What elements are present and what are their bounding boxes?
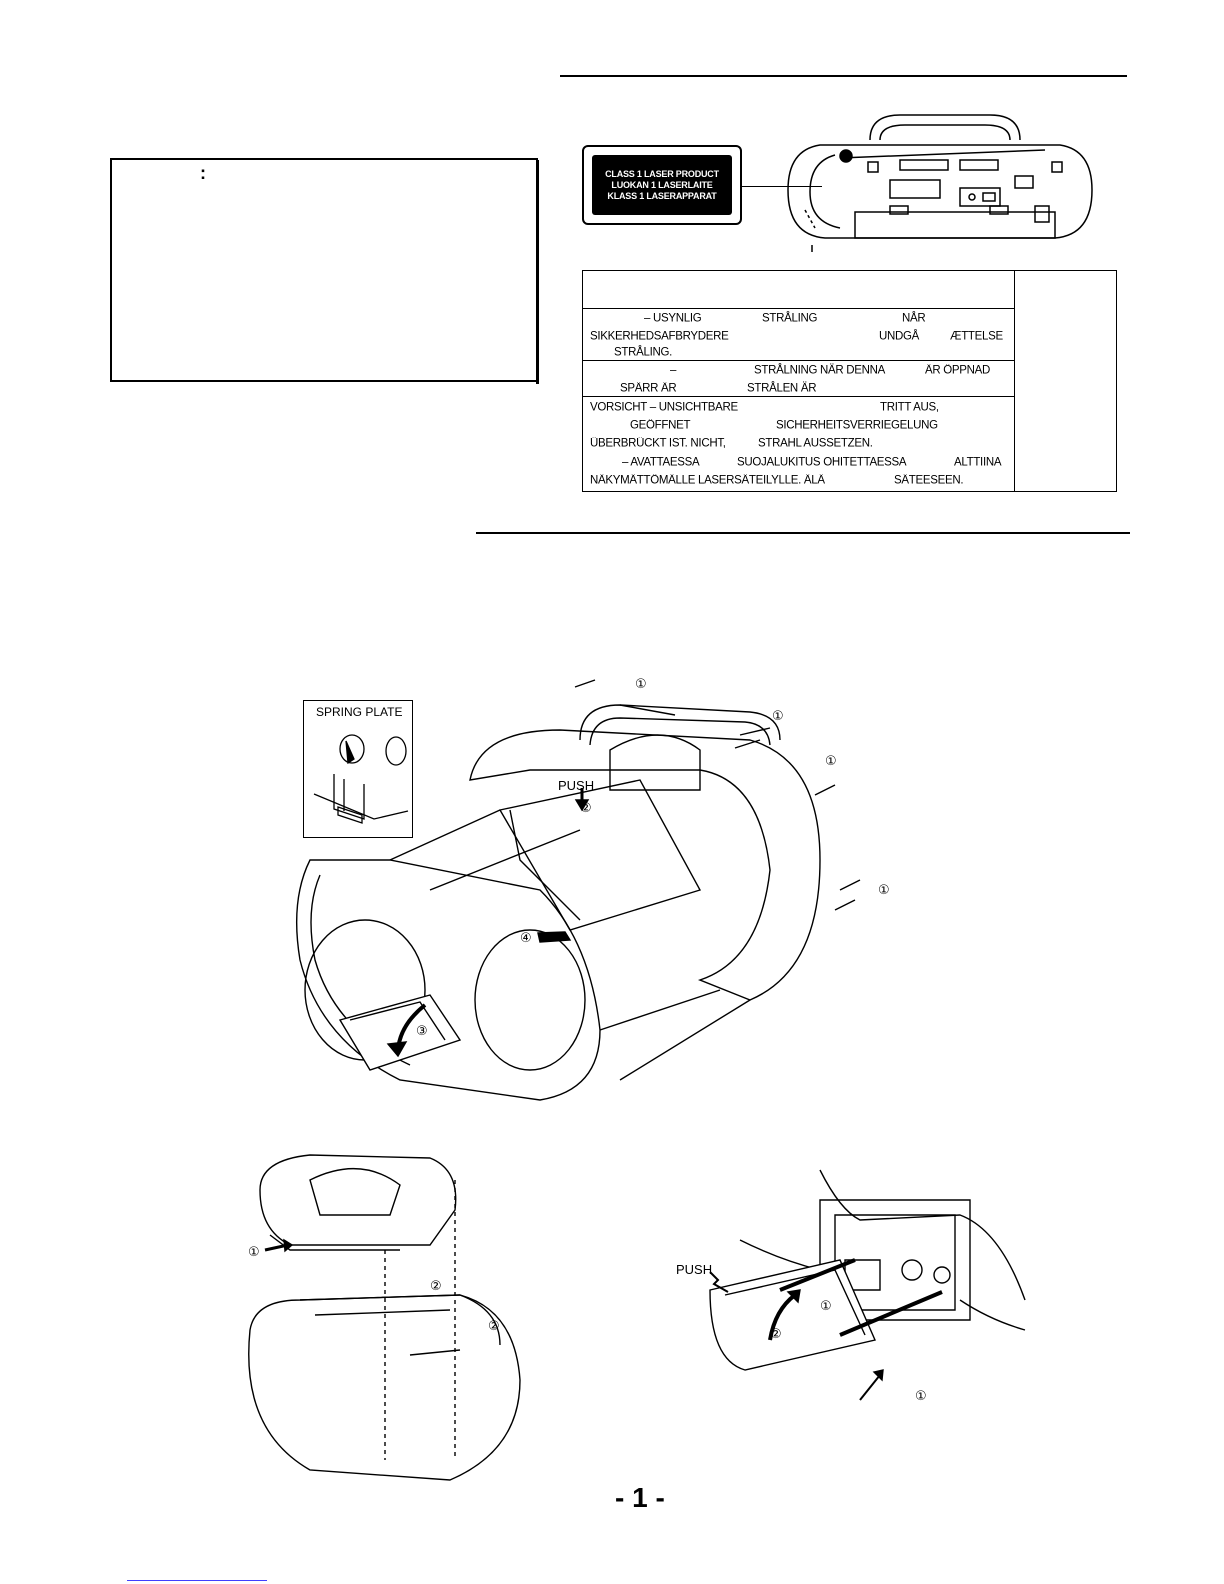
laser-label-line-2: LUOKAN 1 LASERLAITE <box>611 179 713 190</box>
warning-text: NÅR <box>902 312 926 325</box>
table-right-border <box>1116 270 1117 492</box>
callout-2: ② <box>770 1327 782 1342</box>
push-label: PUSH <box>676 1262 712 1277</box>
exploded-view-illustration: ① ① ① ① ② ③ ④ PUSH <box>295 677 890 1101</box>
spring-plate-illustration <box>313 734 409 824</box>
spring-plate-inset: SPRING PLATE <box>303 700 413 838</box>
warning-text: STRÅLING. <box>614 346 673 359</box>
laser-class-label: CLASS 1 LASER PRODUCT LUOKAN 1 LASERLAIT… <box>582 145 742 225</box>
warning-text: ÄR ÖPPNAD <box>925 364 991 377</box>
cassette-lid-removal-illustration: PUSH ① ① ② <box>676 1169 1026 1404</box>
warning-text: – USYNLIG <box>644 312 702 325</box>
callout-1: ① <box>772 709 784 724</box>
callout-1: ① <box>248 1245 260 1260</box>
laser-label-line-1: CLASS 1 LASER PRODUCT <box>605 168 719 179</box>
spring-plate-label: SPRING PLATE <box>316 705 403 719</box>
warning-text: SIKKERHEDSAFBRYDERE <box>590 330 729 343</box>
rear-cabinet-removal-illustration: ① ② ② <box>248 1154 521 1481</box>
warning-text: ÜBERBRÜCKT IST. NICHT, <box>590 437 726 450</box>
table-row-divider-2 <box>582 360 1014 361</box>
warning-text: STRAHL AUSSETZEN. <box>758 437 873 450</box>
notice-box-shadow <box>536 160 539 384</box>
warning-text: SUOJALUKITUS OHITETTAESSA <box>737 456 907 469</box>
warning-text: – AVATTAESSA <box>622 456 700 469</box>
callout-1: ① <box>635 677 647 692</box>
warning-text: STRÅLNING NÄR DENNA <box>754 364 886 377</box>
warning-text: NÄKYMÄTTÖMÄLLE LASERSÄTEILYLLE. ÄLÄ <box>590 474 825 487</box>
table-row-divider-3 <box>582 396 1014 397</box>
push-label: PUSH <box>558 778 594 793</box>
table-left-border <box>582 270 583 492</box>
warning-text: VORSICHT – UNSICHTBARE <box>590 401 738 414</box>
callout-4: ④ <box>520 931 532 946</box>
warning-text: SÄTEESEEN. <box>894 474 964 487</box>
callout-1: ① <box>878 883 890 898</box>
notice-colon: : <box>200 163 206 183</box>
warning-text: STRÅLEN ÄR <box>747 382 817 395</box>
table-column-divider <box>1014 270 1015 492</box>
warning-text: UNDGÅ <box>879 330 920 343</box>
callout-2: ② <box>430 1279 442 1294</box>
warning-text: – <box>670 364 677 377</box>
footer-link-underline[interactable] <box>127 1580 267 1581</box>
unit-rear-view-illustration <box>787 114 1093 252</box>
table-top-border <box>582 270 1117 271</box>
warning-text: ALTTIINA <box>954 456 1002 469</box>
page-number: - 1 - <box>615 1482 665 1513</box>
callout-1: ① <box>820 1299 832 1314</box>
warning-text: GEÖFFNET <box>630 419 691 432</box>
label-leader-line <box>742 186 822 187</box>
table-bottom-border <box>582 491 1117 492</box>
callout-3: ③ <box>416 1024 428 1039</box>
warning-text: TRITT AUS, <box>880 401 939 414</box>
callout-2: ② <box>580 801 592 816</box>
laser-warning-table: – USYNLIG STRÅLING NÅR SIKKERHEDSAFBRYDE… <box>582 270 1117 492</box>
laser-label-line-3: KLASS 1 LASERAPPARAT <box>607 190 717 201</box>
warning-text: SPÄRR ÄR <box>620 382 677 395</box>
warning-text: STRÅLING <box>762 312 818 325</box>
table-row-divider-1 <box>582 308 1014 309</box>
top-rule <box>560 75 1127 77</box>
warning-text: SICHERHEITSVERRIEGELUNG <box>776 419 938 432</box>
callout-2: ② <box>488 1319 500 1334</box>
laser-label-inner: CLASS 1 LASER PRODUCT LUOKAN 1 LASERLAIT… <box>592 155 732 215</box>
section-rule <box>476 532 1130 534</box>
warning-text: ÆTTELSE <box>950 330 1003 343</box>
callout-1: ① <box>915 1389 927 1404</box>
notice-box <box>110 158 538 382</box>
callout-1: ① <box>825 754 837 769</box>
